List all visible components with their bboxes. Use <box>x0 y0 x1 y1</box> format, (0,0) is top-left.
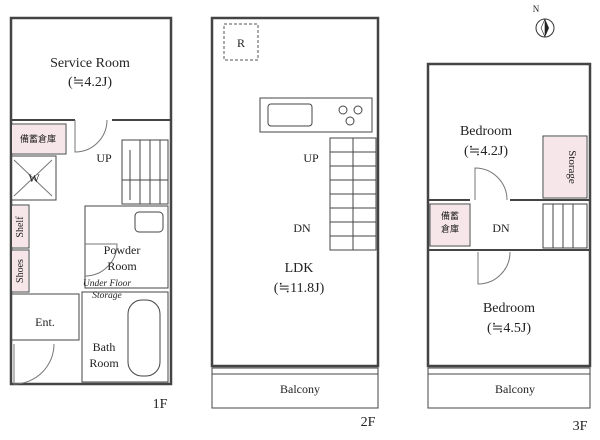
storage-3f-fill <box>544 137 586 197</box>
service-room-size: (≒4.2J) <box>68 75 112 90</box>
storage-jp-3f-line2: 倉庫 <box>441 223 459 235</box>
ldk-name: LDK <box>285 261 314 276</box>
under-floor-storage-line1: Under Floor <box>83 279 132 289</box>
powder-room-line1: Powder <box>104 243 141 257</box>
balcony-2f: Balcony <box>280 382 320 396</box>
refrigerator-mark: R <box>237 36 245 50</box>
service-room-name: Service Room <box>50 56 130 71</box>
under-floor-storage-line2: Storage <box>92 291 122 301</box>
storage-jp-1f-fill <box>12 125 65 153</box>
stairs-down-2f: DN <box>293 221 311 235</box>
shelf-label: Shelf <box>15 216 26 238</box>
storage-jp-3f-line1: 備蓄 <box>441 210 459 222</box>
floor-1f <box>9 16 173 386</box>
floor-label-2f: 2F <box>361 415 376 430</box>
shoes-fill <box>12 251 28 291</box>
storage-label-3f: Storage <box>566 150 578 184</box>
powder-room-line2: Room <box>107 259 137 273</box>
bedroom-lower-size: (≒4.5J) <box>487 321 531 336</box>
refrigerator <box>223 23 259 61</box>
entrance-label: Ent. <box>35 315 55 329</box>
shelf-fill <box>12 206 28 247</box>
stairs-down-3f: DN <box>492 221 510 235</box>
balcony-3f: Balcony <box>495 382 535 396</box>
floor-label-1f: 1F <box>153 397 168 412</box>
storage-jp-1f: 備蓄倉庫 <box>20 133 56 145</box>
bedroom-upper-size: (≒4.2J) <box>464 144 508 159</box>
bath-room-line1: Bath <box>93 340 116 354</box>
compass-label: N <box>533 4 540 14</box>
ldk-size: (≒11.8J) <box>274 281 325 296</box>
stairs-up-2f: UP <box>303 151 319 165</box>
bath-room-line2: Room <box>89 356 119 370</box>
washer-mark: W <box>28 171 40 185</box>
bedroom-lower-name: Bedroom <box>483 301 535 316</box>
stairs-up-1f: UP <box>96 151 112 165</box>
north-compass-icon: N <box>533 4 555 38</box>
floor-label-3f: 3F <box>573 419 588 434</box>
floor-2f <box>210 16 380 409</box>
bedroom-upper-name: Bedroom <box>460 124 512 139</box>
storage-jp-3f-fill <box>431 205 469 245</box>
floor-3f <box>426 62 592 409</box>
shoes-label: Shoes <box>15 259 26 283</box>
